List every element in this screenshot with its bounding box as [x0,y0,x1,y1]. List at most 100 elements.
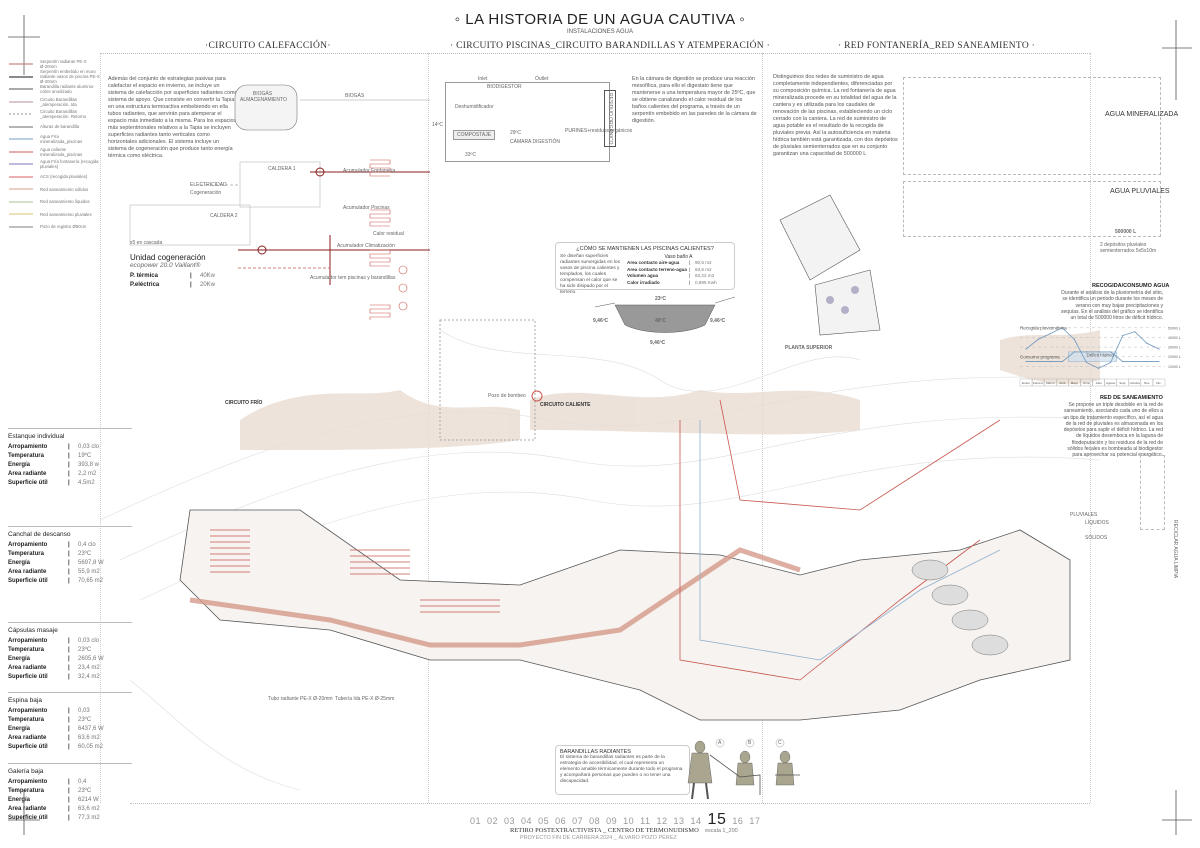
series-consumption-line [1026,351,1159,362]
page-link[interactable]: 15 [707,811,727,828]
liquids-line-label: LÍQUIDOS [1085,520,1109,526]
legend-item: Alturas de barandilla [8,121,100,134]
pool-stat-key: Volumen agua [627,273,659,278]
page-link[interactable]: 06 [555,816,567,826]
legend-item: Circuito Barandillas _atemperación. Ida [8,96,100,109]
stat-value: 393,8 w [78,462,100,468]
temp-29: 29ºC [510,130,521,136]
pool-stat-row: Area contacto terreno-agua|63,6 m2 [627,266,712,272]
thermal-power-label: P. térmica [130,273,158,279]
page-link[interactable]: 13 [673,816,685,826]
label-cold-circuit: CIRCUITO FRÍO [225,400,263,406]
pool-stat-key: Calor irradiado [627,279,660,285]
biodigester-diagram [445,82,610,162]
electric-power-label: P.eléctrica [130,282,160,288]
railing-figures [687,738,800,800]
pool-temp-right: 9,46ºC [710,318,726,324]
page-link[interactable]: 09 [606,816,618,826]
page-link[interactable]: 17 [749,816,761,826]
page-link[interactable]: 10 [623,816,635,826]
zone-stat-row: Arropamiento|0,03 clo [8,444,100,450]
zone-stat-row: Superficie útil|60,05 m2 [8,744,104,750]
pool-stat-row: Area contacto aire-agua|90,5 m2 [627,260,712,265]
stat-value: 77,3 m2 [78,815,100,821]
legend-swatch-icon [8,99,34,105]
acc-pools-label: Acumulador Piscinas [343,205,390,211]
stat-key: Energía [8,560,31,566]
zone-stat-row: Arropamiento|0,03 clo [8,638,100,644]
legend-label: ACS (recogida pluviales) [40,174,88,180]
page-link[interactable]: 11 [640,816,651,826]
rainfall-point [1146,342,1148,344]
legend-swatch-icon [8,86,34,92]
page-link[interactable]: 08 [589,816,601,826]
stat-value: 6214 W [78,797,99,803]
page-link[interactable]: 04 [521,816,533,826]
page-subtitle: INSTALACIONES AGUA [567,29,633,35]
x-tick-label: Febrero [1033,381,1044,385]
legend-swatch-icon [8,211,34,217]
stat-key: Area radiante [8,735,47,741]
x-tick-label: Abril [1059,381,1065,385]
scale: escala 1_200 [705,828,738,834]
consumption-point [1037,360,1039,363]
stat-key: Temperatura [8,717,44,723]
zone-stat-row: Energía|5697,8 W [8,560,104,566]
page-link[interactable]: 02 [487,816,499,826]
consumption-point [1110,351,1112,353]
page-title: ◦ LA HISTORIA DE UN AGUA CAUTIVA ◦ [454,11,746,28]
zone-stat-row: Area radiante|55,9 m2 [8,569,100,575]
rainfall-point [1097,367,1100,369]
divider [1090,53,1091,803]
pool-description: Se diseñan superficies radiantes sumergi… [560,254,620,295]
deposits-note: 2 depósitos pluviales semienterrados 5x5… [1100,242,1157,254]
zone-stat-row: Energía|393,8 w [8,462,100,468]
rainwater-schematic [903,181,1161,237]
stat-key: Arropamiento [8,638,48,644]
stat-key: Area radiante [8,806,47,812]
page-link[interactable]: 07 [572,816,584,826]
stat-key: Arropamiento [8,542,48,548]
page-index: 01 02 03 04 05 06 07 08 09 10 11 12 13 14 15 16 17 [470,811,766,829]
x-tick-label: Mayo [1071,381,1079,385]
stat-key: Arropamiento [8,708,48,714]
footer-rule [130,803,1090,804]
page-link[interactable]: 12 [656,816,668,826]
legend-swatch-icon [8,161,34,167]
zone-stat-row: Arropamiento|0,4 clo [8,542,96,548]
stat-value: 2,2 m2 [78,471,97,477]
consumption-point [1097,351,1100,353]
legend-label: Alturas de barandilla [40,124,80,130]
consumption-point [1073,351,1075,353]
page-link[interactable]: 05 [538,816,550,826]
x-tick-label: Nov. [1144,381,1150,385]
stat-value: 23ºC [78,717,92,723]
page-link[interactable]: 03 [504,816,516,826]
stat-key: Area radiante [8,569,47,575]
page-link[interactable]: 16 [732,816,744,826]
stat-value: 63,6 m2 [78,735,100,741]
month-cell [1152,378,1166,387]
mineral-water-schematic [903,77,1161,175]
dehumidifier-label: Deshumidificador [455,104,494,110]
rainfall-point [1025,348,1027,350]
electric-power-value: 20Kw [200,282,216,288]
page-link[interactable]: 14 [690,816,702,826]
railing-b-label: B [748,740,752,746]
x-tick-label: Marzo [1046,381,1055,385]
legend-item: ACS (recogida pluviales) [8,171,100,184]
digestion-chamber-label: CÁMARA DIGESTIÓN [510,139,561,145]
y-tick-label: 40000 L [1168,336,1181,340]
zone-stat-row: Superficie útil|77,3 m2 [8,815,100,821]
zone-name: Espina baja [8,697,42,704]
stat-value: 6437,6 W [78,726,104,732]
stat-key: Arropamiento [8,444,48,450]
sanitation-title: RED DE SANEAMIENTO [1100,395,1163,401]
legend-swatch-icon [8,124,34,130]
legend-item: Pozo de registro Ø80cm [8,221,100,234]
page-link[interactable]: 01 [470,816,482,826]
stat-value: 23ºC [78,551,92,557]
stat-key: Superficie útil [8,744,48,750]
legend-item: Red saneamiento sólidos [8,183,100,196]
